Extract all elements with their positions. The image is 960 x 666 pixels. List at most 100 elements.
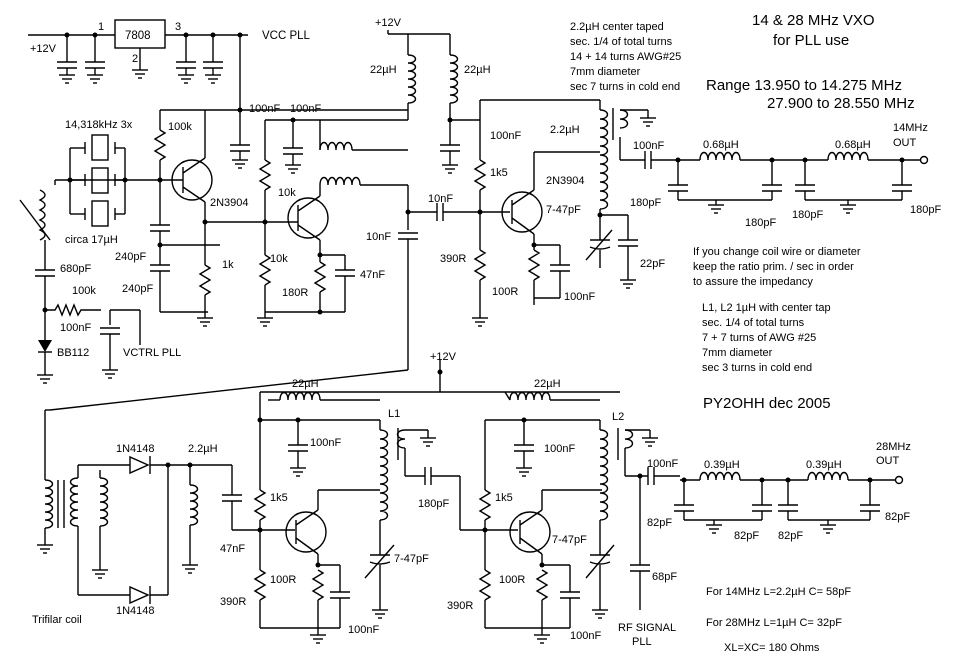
trimmer-b-label: 7-47pF <box>394 553 429 565</box>
coil-note-4: sec 7 turns in cold end <box>570 81 680 93</box>
c100n-out-label: 100nF <box>633 140 664 152</box>
l1l2-note-0: L1, L2 1µH with center tap <box>702 302 831 314</box>
r10k-b-label: 10k <box>270 253 288 265</box>
trimmer-c-label: 7-47pF <box>552 534 587 546</box>
l1l2-note-2: 7 + 7 turns of AWG #25 <box>702 332 816 344</box>
formula-0: For 14MHz L=2.2µH C= 58pF <box>706 586 851 598</box>
l1l2-note-4: sec 3 turns in cold end <box>702 362 812 374</box>
vcc-pll-label: VCC PLL <box>262 30 311 42</box>
trimmer-label: 7-47pF <box>546 204 581 216</box>
varicap-label: BB112 <box>57 347 89 359</box>
c47n-b-label: 47nF <box>220 543 245 555</box>
r100k-b-label: 100k <box>168 121 192 133</box>
out14-label: 14MHz <box>893 122 928 134</box>
author-label: PY2OHH dec 2005 <box>703 395 831 412</box>
trifilar-label: Trifilar coil <box>32 614 82 626</box>
c680-label: 680pF <box>60 263 91 275</box>
regulator-label: 7808 <box>125 30 151 42</box>
c82-b-label: 82pF <box>734 530 759 542</box>
out28b-label: OUT <box>876 455 900 467</box>
doubler-stage-1 <box>253 360 620 644</box>
c100n-in-label: 100nF <box>60 322 91 334</box>
filter-28mhz <box>673 471 904 534</box>
c100n-d-label: 100nF <box>564 291 595 303</box>
out14b-label: OUT <box>893 137 917 149</box>
coil-note-2: 14 + 14 turns AWG#25 <box>570 51 681 63</box>
v12-label: +12V <box>30 43 57 55</box>
r390-b-label: 390R <box>220 596 246 608</box>
v12c-label: +12V <box>430 351 457 363</box>
pin2-label: 2 <box>132 53 138 65</box>
c82-c-label: 82pF <box>778 530 803 542</box>
c180-d-label: 180pF <box>910 204 941 216</box>
c100n-f-label: 100nF <box>544 443 575 455</box>
ratio-note-1: keep the ratio prim. / sec in order <box>693 261 854 273</box>
v12b-label: +12V <box>375 17 402 29</box>
c240a-label: 240pF <box>115 251 146 263</box>
c180-a-label: 180pF <box>630 197 661 209</box>
d1-label: 1N4148 <box>116 443 155 455</box>
r180-label: 180R <box>282 287 308 299</box>
c180-e-label: 180pF <box>418 498 449 510</box>
crystal-label: 14,318kHz 3x <box>65 119 133 131</box>
c100n-c-label: 100nF <box>490 130 521 142</box>
r1k5-label: 1k5 <box>490 167 508 179</box>
q1-label: 2N3904 <box>210 197 249 209</box>
l068-b-label: 0.68µH <box>835 139 871 151</box>
r100-b-label: 100R <box>270 574 296 586</box>
r100k-in-label: 100k <box>72 285 96 297</box>
q2-label: 2N3904 <box>546 175 585 187</box>
pin1-label: 1 <box>98 21 104 33</box>
crystal-oscillator <box>19 109 408 384</box>
c180-c-label: 180pF <box>792 209 823 221</box>
coil-note-3: 7mm diameter <box>570 66 641 78</box>
d2-label: 1N4148 <box>116 605 155 617</box>
c82-d-label: 82pF <box>885 511 910 523</box>
r10k-a-label: 10k <box>278 187 296 199</box>
l1l2-note-1: sec. 1/4 of total turns <box>702 317 805 329</box>
range-line2: 27.900 to 28.550 MHz <box>767 95 915 112</box>
output-stage-top <box>408 99 678 327</box>
c100n-b-label: 100nF <box>290 103 321 115</box>
vctrl-label: VCTRL PLL <box>123 347 181 359</box>
c100n-e-label: 100nF <box>310 437 341 449</box>
r1k-label: 1k <box>222 259 234 271</box>
buffer-stage <box>44 110 419 480</box>
l22-c-label: 2.2µH <box>188 443 218 455</box>
l22-d-label: 22µH <box>292 378 319 390</box>
r100-label: 100R <box>492 286 518 298</box>
r1k5-b-label: 1k5 <box>270 492 288 504</box>
coil-note-0: 2.2µH center taped <box>570 21 664 33</box>
l1l2-note-3: 7mm diameter <box>702 347 773 359</box>
range-line1: Range 13.950 to 14.275 MHz <box>706 77 902 94</box>
c47n-label: 47nF <box>360 269 385 281</box>
top-chokes <box>387 30 480 174</box>
filter-14mhz <box>667 151 929 214</box>
l22-e-label: 22µH <box>534 378 561 390</box>
l068-a-label: 0.68µH <box>703 139 739 151</box>
c10n-a-label: 10nF <box>366 231 391 243</box>
regulator-section <box>28 19 251 169</box>
doubler-section <box>36 455 295 605</box>
title-line2: for PLL use <box>773 32 849 49</box>
l1-label: L1 <box>388 408 400 420</box>
r390-c-label: 390R <box>447 600 473 612</box>
c82-a-label: 82pF <box>647 517 672 529</box>
rf-signal-label: RF SIGNAL <box>618 622 676 634</box>
l22uh-label: 2.2µH <box>550 124 580 136</box>
r100-c-label: 100R <box>499 574 525 586</box>
c240b-label: 240pF <box>122 283 153 295</box>
doubler-stage-2 <box>478 391 680 644</box>
r390-label: 390R <box>440 253 466 265</box>
l039-a-label: 0.39µH <box>704 459 740 471</box>
c10n-b-label: 10nF <box>428 193 453 205</box>
coil-label: circa 17µH <box>65 234 118 246</box>
c100n-h-label: 100nF <box>570 630 601 642</box>
c68-label: 68pF <box>652 571 677 583</box>
c22p-label: 22pF <box>640 258 665 270</box>
rf-pll-label: PLL <box>632 636 652 648</box>
coil-note-1: sec. 1/4 of total turns <box>570 36 673 48</box>
r1k5-c-label: 1k5 <box>495 492 513 504</box>
pin3-label: 3 <box>175 21 181 33</box>
